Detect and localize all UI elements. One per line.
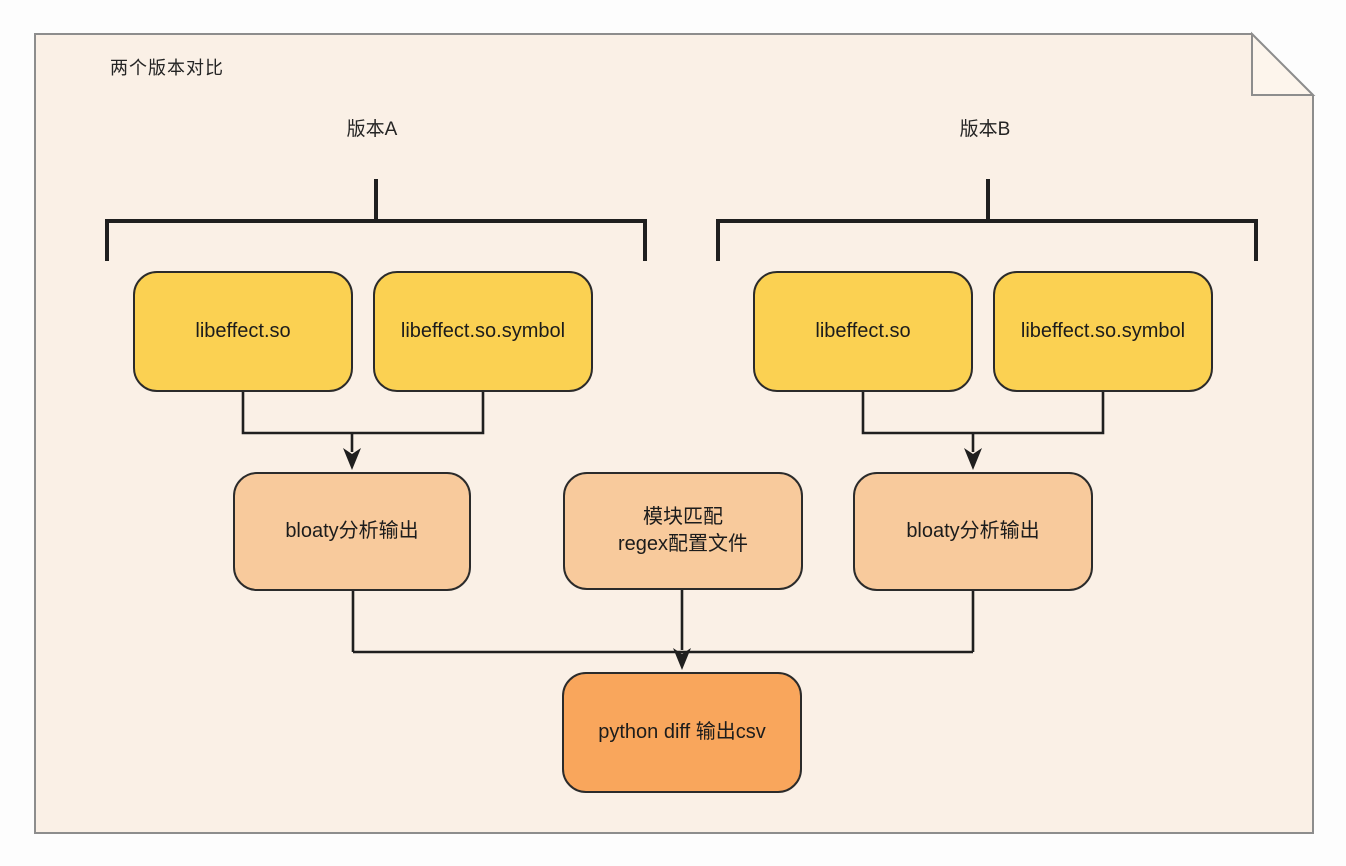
branch-b-label: 版本B xyxy=(959,119,1011,140)
branch-a-connectors xyxy=(105,179,647,470)
node-label: libeffect.so xyxy=(195,320,291,342)
node-label: bloaty分析输出 xyxy=(285,520,419,542)
node-bloaty-output-b: bloaty分析输出 xyxy=(853,472,1093,591)
branch-a-bracket-line xyxy=(105,219,647,261)
branch-b-arrowhead-icon xyxy=(964,448,982,470)
branch-a-arrowhead-icon xyxy=(343,448,361,470)
branch-b-connectors xyxy=(716,179,1258,470)
branch-b-bracket-line xyxy=(716,219,1258,261)
folded-corner-icon xyxy=(1251,31,1316,96)
node-label: python diff 输出csv xyxy=(598,721,766,743)
node-label-line1: 模块匹配 xyxy=(643,506,723,528)
node-version-b-libeffect-so-symbol: libeffect.so.symbol xyxy=(993,271,1213,392)
node-version-a-libeffect-so: libeffect.so xyxy=(133,271,353,392)
bottom-convergence-connectors xyxy=(351,590,975,670)
branch-b-merge-line xyxy=(861,392,1105,435)
final-arrowhead-icon xyxy=(673,648,691,670)
branch-a-label: 版本A xyxy=(346,119,398,140)
node-label-line2: regex配置文件 xyxy=(617,533,749,555)
node-label: bloaty分析输出 xyxy=(906,520,1040,542)
node-version-a-libeffect-so-symbol: libeffect.so.symbol xyxy=(373,271,593,392)
branch-a-merge-line xyxy=(241,392,485,435)
node-bloaty-output-a: bloaty分析输出 xyxy=(233,472,471,591)
diagram-title: 两个版本对比 xyxy=(110,58,224,78)
node-label: libeffect.so xyxy=(815,320,911,342)
node-python-diff-csv: python diff 输出csv xyxy=(562,672,802,793)
node-label: libeffect.so.symbol xyxy=(1020,320,1186,342)
node-version-b-libeffect-so: libeffect.so xyxy=(753,271,973,392)
note-paper xyxy=(34,33,1314,834)
node-label: libeffect.so.symbol xyxy=(400,320,566,342)
node-module-match-regex-config: 模块匹配 regex配置文件 xyxy=(563,472,803,590)
